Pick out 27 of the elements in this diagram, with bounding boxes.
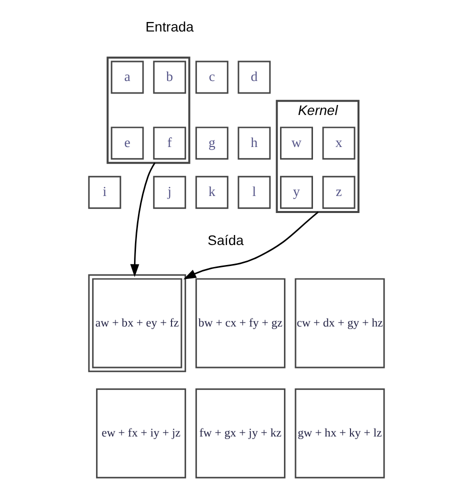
node-box: j xyxy=(152,176,186,209)
node-box: e xyxy=(110,126,144,160)
node-box: a xyxy=(110,60,144,94)
arrow xyxy=(130,162,155,278)
node-box: bw + cx + fy + gz xyxy=(194,278,285,368)
node-box: k xyxy=(194,176,228,209)
label: Saída xyxy=(207,233,244,248)
node-box: y xyxy=(280,176,312,209)
node-box: b xyxy=(152,60,186,94)
node-box: fw + gx + jy + kz xyxy=(194,388,285,478)
node-box: x xyxy=(322,126,355,160)
node-box: h xyxy=(237,126,270,160)
node-box: aw + bx + ey + fz xyxy=(88,274,186,372)
node-box: d xyxy=(237,60,270,94)
node-box: w xyxy=(280,126,312,160)
node-box: z xyxy=(322,176,355,209)
node-box: i xyxy=(88,176,121,209)
node-box: c xyxy=(194,60,228,94)
node-box: ew + fx + iy + jz xyxy=(96,388,186,478)
arrow xyxy=(182,211,318,280)
node-box: l xyxy=(237,176,270,209)
node-box: g xyxy=(194,126,228,160)
label: Entrada xyxy=(144,20,194,35)
node-box: cw + dx + gy + hz xyxy=(294,278,384,368)
cluster xyxy=(106,56,190,164)
node-box: gw + hx + ky + lz xyxy=(294,388,384,478)
node-box: f xyxy=(152,126,186,160)
